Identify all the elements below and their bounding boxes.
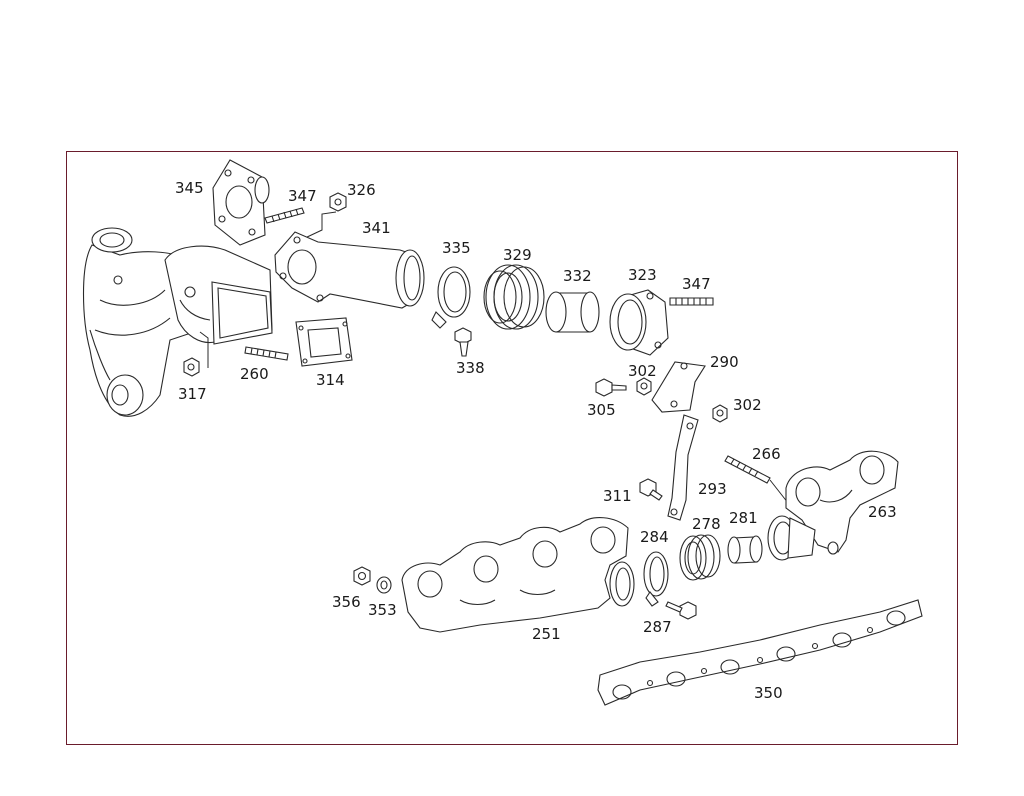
turbocharger[interactable]	[83, 227, 273, 417]
label-323: 323	[628, 266, 657, 284]
label-345: 345	[175, 179, 204, 197]
label-314: 314	[316, 371, 345, 389]
label-347-a: 347	[288, 187, 317, 205]
label-332: 332	[563, 267, 592, 285]
part-311-bolt[interactable]	[639, 478, 663, 501]
part-314-gasket[interactable]	[295, 317, 353, 367]
part-287-bolt[interactable]	[665, 601, 697, 620]
part-290-bracket[interactable]	[651, 361, 706, 413]
part-335-clamp[interactable]	[431, 266, 471, 329]
label-335: 335	[442, 239, 471, 257]
label-266: 266	[752, 445, 781, 463]
part-345-flange[interactable]	[212, 159, 270, 246]
label-293: 293	[698, 480, 727, 498]
label-263: 263	[868, 503, 897, 521]
label-353: 353	[368, 601, 397, 619]
part-350-gasket[interactable]	[597, 599, 923, 706]
part-356-nut[interactable]	[353, 566, 371, 586]
part-338-bolt[interactable]	[454, 327, 472, 357]
label-251: 251	[532, 625, 561, 643]
label-281: 281	[729, 509, 758, 527]
label-341: 341	[362, 219, 391, 237]
part-302-nut-a[interactable]	[636, 377, 652, 396]
part-266-stud[interactable]	[724, 455, 771, 484]
part-332-sleeve[interactable]	[545, 291, 600, 333]
label-356: 356	[332, 593, 361, 611]
part-326-nut[interactable]	[329, 192, 347, 212]
label-350: 350	[754, 684, 783, 702]
part-341-pipe[interactable]	[274, 231, 425, 309]
label-347-b: 347	[682, 275, 711, 293]
part-305-bolt[interactable]	[595, 378, 627, 397]
part-353-washer[interactable]	[376, 576, 392, 594]
label-260: 260	[240, 365, 269, 383]
part-302-nut-b[interactable]	[712, 404, 728, 423]
label-284: 284	[640, 528, 669, 546]
part-323-flange-pipe[interactable]	[609, 289, 669, 356]
label-278: 278	[692, 515, 721, 533]
part-281-sleeve[interactable]	[727, 535, 763, 564]
part-284-clamp[interactable]	[643, 551, 669, 607]
label-326: 326	[347, 181, 376, 199]
label-311: 311	[603, 487, 632, 505]
label-305: 305	[587, 401, 616, 419]
part-347-stud-a[interactable]	[264, 207, 305, 224]
part-293-rod[interactable]	[667, 414, 699, 521]
part-260-stud[interactable]	[244, 346, 289, 361]
label-338: 338	[456, 359, 485, 377]
part-347-stud-b[interactable]	[669, 297, 714, 306]
label-329: 329	[503, 246, 532, 264]
part-251-exhaust-manifold-left[interactable]	[401, 517, 635, 633]
label-290: 290	[710, 353, 739, 371]
part-329-bellows[interactable]	[483, 264, 545, 330]
label-302-a: 302	[628, 362, 657, 380]
part-317-nut[interactable]	[183, 357, 200, 377]
diagram-frame	[66, 151, 958, 745]
label-302-b: 302	[733, 396, 762, 414]
label-287: 287	[643, 618, 672, 636]
part-263-exhaust-manifold-right[interactable]	[767, 450, 899, 561]
label-317: 317	[178, 385, 207, 403]
part-278-bellows[interactable]	[679, 534, 721, 581]
